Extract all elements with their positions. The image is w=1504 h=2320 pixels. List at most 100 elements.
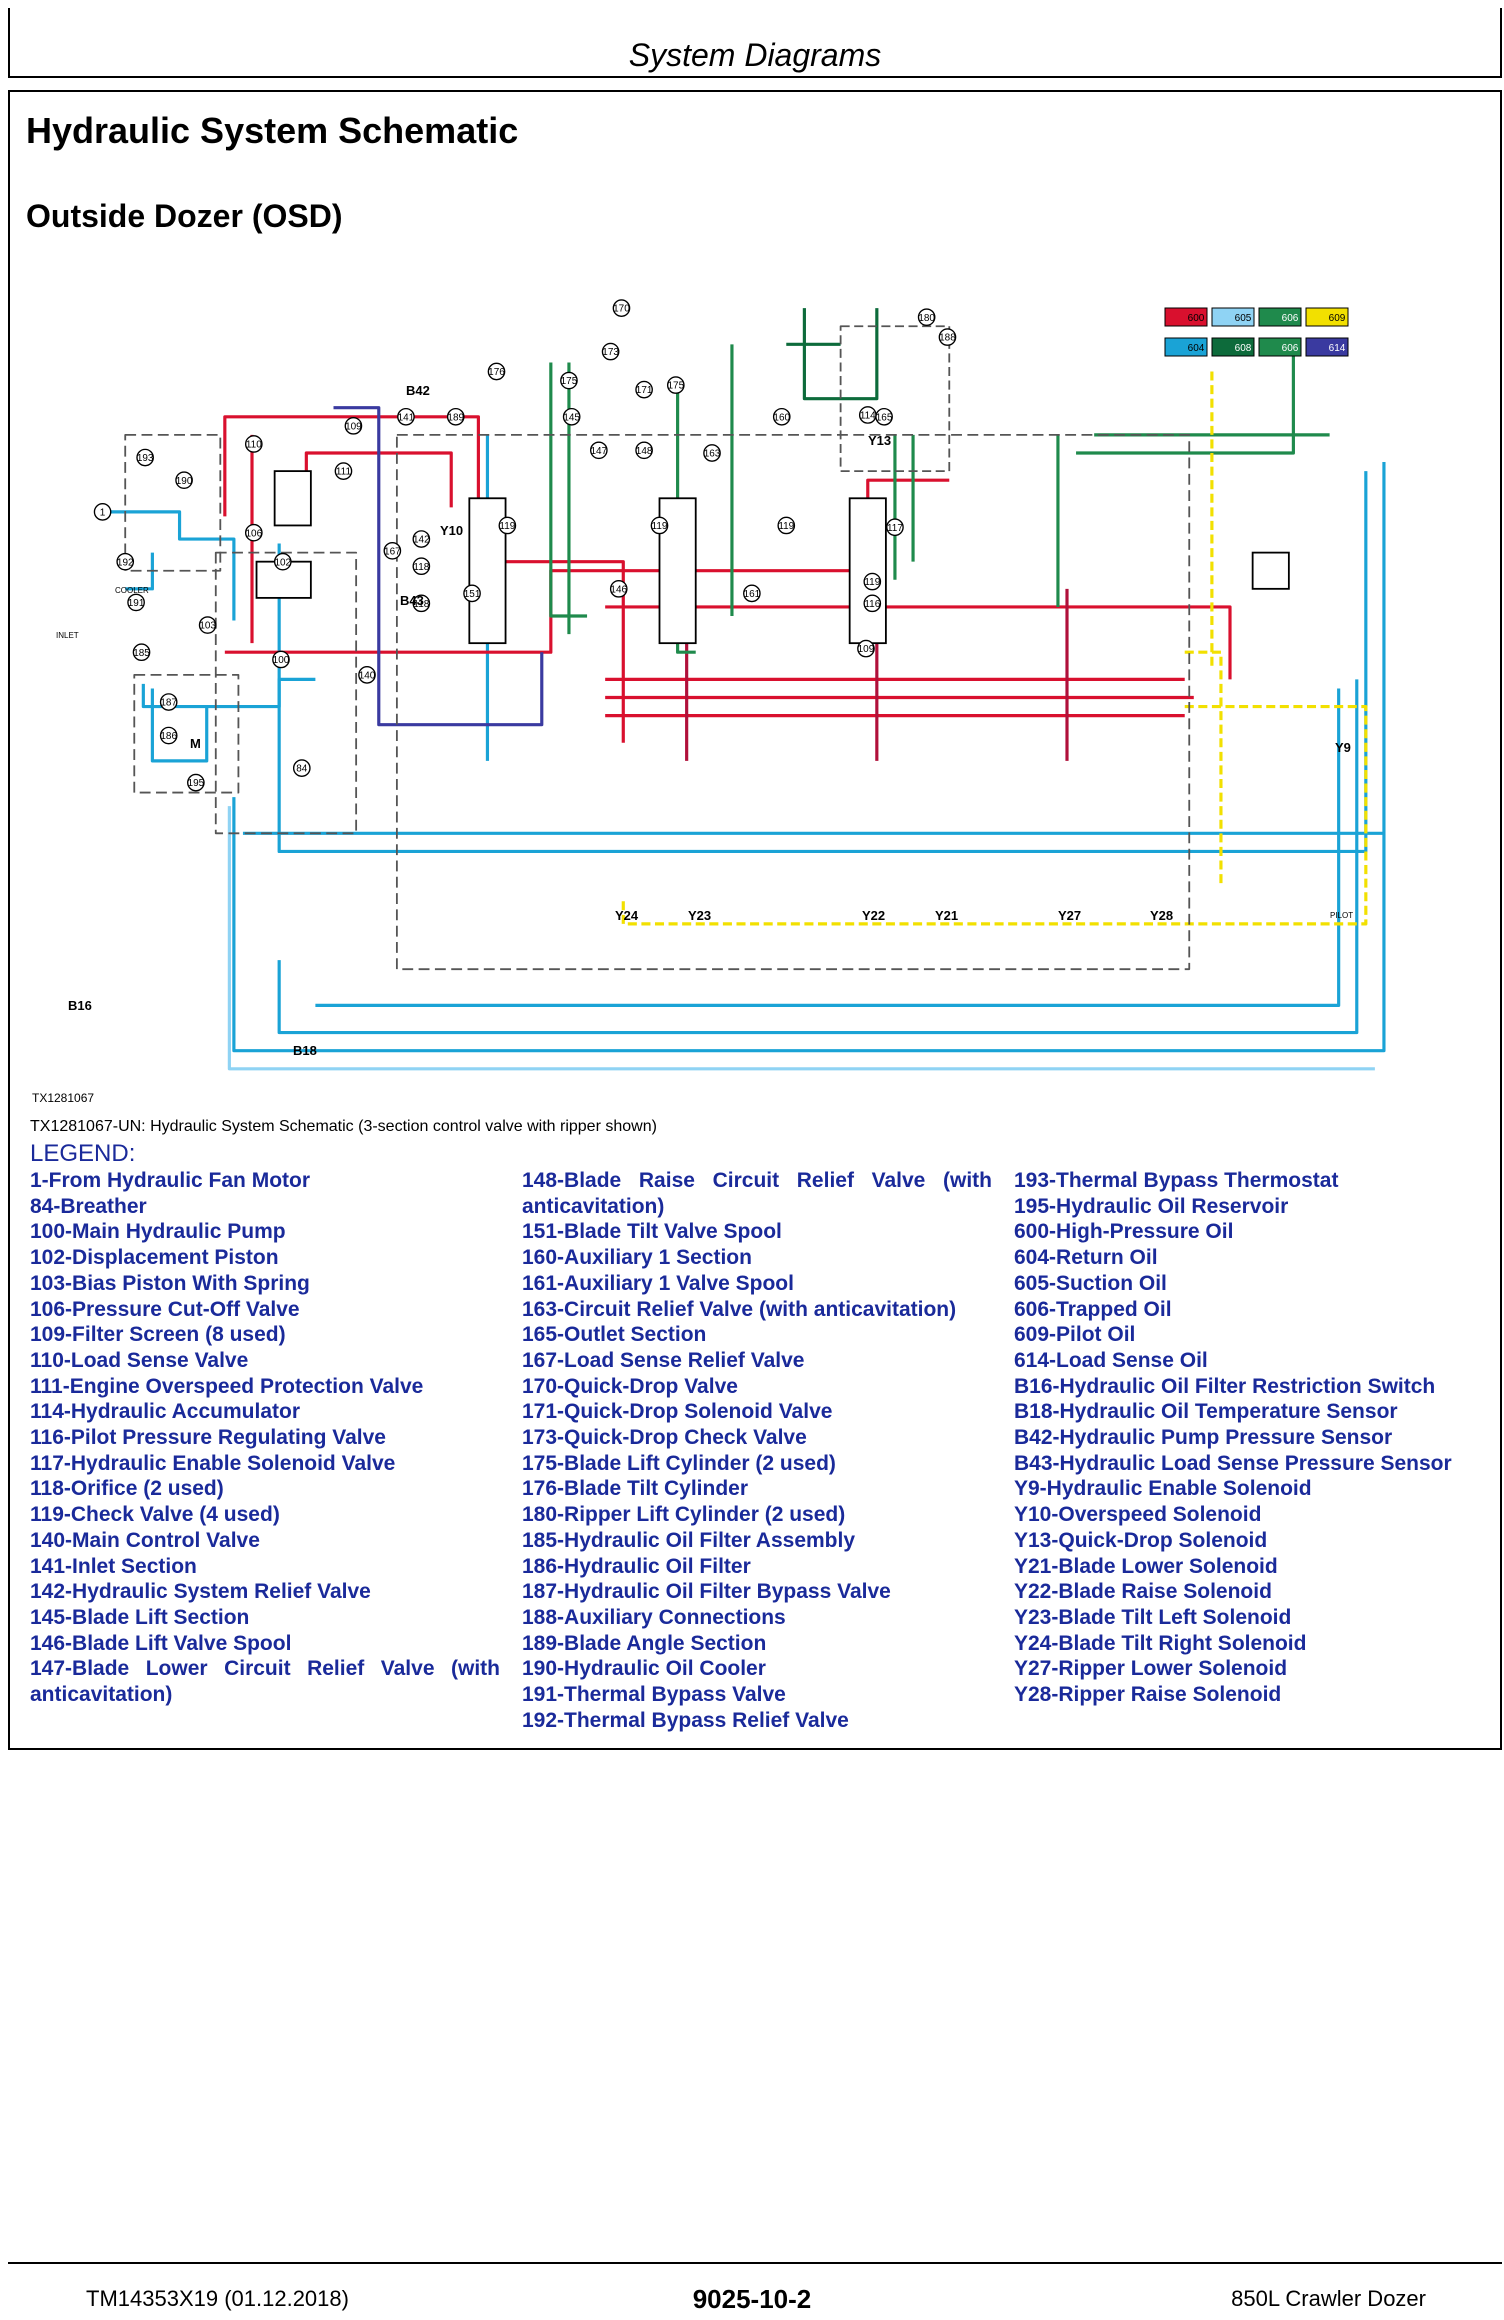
svg-text:118: 118: [413, 562, 429, 573]
svg-text:609: 609: [1329, 313, 1346, 324]
page-title: Hydraulic System Schematic: [26, 110, 519, 151]
legend-item: 171-Quick-Drop Solenoid Valve: [522, 1400, 833, 1424]
legend-item: 167-Load Sense Relief Valve: [522, 1348, 805, 1372]
callout-163: 163: [703, 444, 721, 462]
svg-text:191: 191: [128, 598, 145, 609]
svg-text:160: 160: [773, 412, 790, 423]
svg-text:193: 193: [137, 453, 154, 464]
svg-text:103: 103: [199, 621, 216, 632]
svg-text:INLET: INLET: [56, 631, 79, 640]
figure-caption: TX1281067-UN: Hydraulic System Schematic…: [30, 1118, 657, 1135]
callout-84: 84: [292, 759, 311, 777]
legend-item: B42-Hydraulic Pump Pressure Sensor: [1014, 1426, 1393, 1450]
callout-173: 173: [601, 342, 620, 361]
legend-item: 191-Thermal Bypass Valve: [522, 1683, 786, 1707]
callout-114: 114: [858, 406, 877, 424]
filter-outline: [133, 673, 240, 794]
callout-118a: 118: [412, 557, 431, 576]
callout-147: 147: [589, 441, 608, 460]
svg-text:102: 102: [274, 557, 291, 568]
hydraulic-schematic: 1 193 190 192 191 185 187 186 195 84 103…: [93, 299, 1386, 1071]
legend-item: 604-Return Oil: [1014, 1246, 1158, 1270]
legend-item: B43-Hydraulic Load Sense Pressure Sensor: [1014, 1451, 1452, 1475]
callout-1: 1: [93, 503, 112, 521]
legend-item: 114-Hydraulic Accumulator: [30, 1400, 300, 1424]
svg-text:600: 600: [1188, 313, 1205, 324]
legend-item: 109-Filter Screen (8 used): [30, 1323, 286, 1347]
legend-item: 117-Hydraulic Enable Solenoid Valve: [30, 1451, 396, 1475]
svg-text:109: 109: [858, 644, 875, 655]
callout-142: 142: [412, 530, 431, 548]
legend-column-3: 193-Thermal Bypass Thermostat 195-Hydrau…: [1014, 1168, 1498, 1708]
callout-106: 106: [244, 523, 263, 542]
svg-text:141: 141: [398, 412, 415, 423]
callout-109b: 109: [857, 639, 875, 658]
legend-item: 111-Engine Overspeed Protection Valve: [30, 1374, 424, 1398]
legend-item: 147-Blade Lower Circuit Relief Valve (wi…: [30, 1657, 500, 1681]
svg-text:165: 165: [876, 412, 893, 423]
svg-text:614: 614: [1329, 343, 1346, 354]
svg-text:M: M: [190, 736, 201, 751]
load-sense-line: [333, 406, 544, 727]
legend-item: Y23-Blade Tilt Left Solenoid: [1014, 1605, 1292, 1629]
callout-189: 189: [446, 407, 465, 426]
legend-item: 119-Check Valve (4 used): [30, 1503, 280, 1527]
svg-text:151: 151: [464, 589, 481, 600]
spool-161: [848, 497, 887, 645]
legend-item: 192-Thermal Bypass Relief Valve: [522, 1708, 849, 1732]
legend-item: 118-Orifice (2 used): [30, 1477, 224, 1501]
legend-item: Y9-Hydraulic Enable Solenoid: [1014, 1477, 1312, 1501]
legend-item: 614-Load Sense Oil: [1014, 1348, 1208, 1372]
svg-text:118: 118: [413, 599, 429, 610]
svg-text:608: 608: [1235, 343, 1252, 354]
svg-text:110: 110: [246, 440, 262, 451]
callout-175b: 175: [666, 376, 685, 394]
schematic-overlay: 600 605 606 609 604 608 606 614 B42 Y10 …: [32, 307, 1353, 1105]
callout-192: 192: [116, 552, 135, 571]
callout-103: 103: [198, 616, 217, 634]
legend-title: LEGEND:: [30, 1140, 136, 1167]
callout-185: 185: [132, 643, 151, 662]
svg-text:116: 116: [864, 599, 880, 610]
legend-item: 145-Blade Lift Section: [30, 1605, 250, 1629]
svg-text:Y9: Y9: [1335, 740, 1351, 755]
callout-167: 167: [383, 541, 402, 560]
svg-text:119: 119: [652, 521, 668, 532]
legend-item: 180-Ripper Lift Cylinder (2 used): [522, 1503, 846, 1527]
legend-item: anticavitation): [522, 1194, 665, 1218]
legend-item: B18-Hydraulic Oil Temperature Sensor: [1014, 1400, 1398, 1424]
svg-text:Y28: Y28: [1150, 908, 1173, 923]
svg-text:170: 170: [613, 304, 630, 315]
svg-text:163: 163: [704, 449, 721, 460]
callout-188: 188: [938, 328, 957, 346]
legend-item: 185-Hydraulic Oil Filter Assembly: [522, 1528, 856, 1552]
svg-text:145: 145: [563, 412, 580, 423]
callout-119b: 119: [650, 516, 669, 535]
load-sense-valve: [273, 470, 312, 527]
svg-text:185: 185: [133, 648, 150, 659]
legend-item: Y22-Blade Raise Solenoid: [1014, 1580, 1272, 1604]
legend-item: 146-Blade Lift Valve Spool: [30, 1631, 292, 1655]
callout-117: 117: [886, 518, 904, 537]
svg-text:B43: B43: [400, 593, 424, 608]
svg-text:117: 117: [887, 523, 903, 534]
svg-text:B16: B16: [68, 998, 92, 1013]
legend-item: 142-Hydraulic System Relief Valve: [30, 1580, 371, 1604]
svg-text:140: 140: [359, 670, 376, 681]
legend-item: 605-Suction Oil: [1014, 1271, 1167, 1295]
callout-190: 190: [175, 471, 193, 489]
legend-item: Y27-Ripper Lower Solenoid: [1014, 1657, 1288, 1681]
footer-manual-id: TM14353X19 (01.12.2018): [86, 2286, 349, 2311]
legend-item: 165-Outlet Section: [522, 1323, 707, 1347]
legend-item: Y21-Blade Lower Solenoid: [1014, 1554, 1278, 1578]
main-control-valve-outline: [395, 433, 1191, 971]
svg-text:606: 606: [1282, 343, 1299, 354]
figure-id: TX1281067: [32, 1091, 94, 1105]
svg-text:1: 1: [100, 507, 106, 518]
return-line-3: [277, 679, 1359, 1035]
legend-item: Y24-Blade Tilt Right Solenoid: [1014, 1631, 1307, 1655]
svg-text:Y10: Y10: [440, 523, 463, 538]
return-line-outer: [232, 462, 1386, 1053]
svg-text:147: 147: [591, 446, 608, 457]
quick-drop-outline: [839, 325, 951, 473]
